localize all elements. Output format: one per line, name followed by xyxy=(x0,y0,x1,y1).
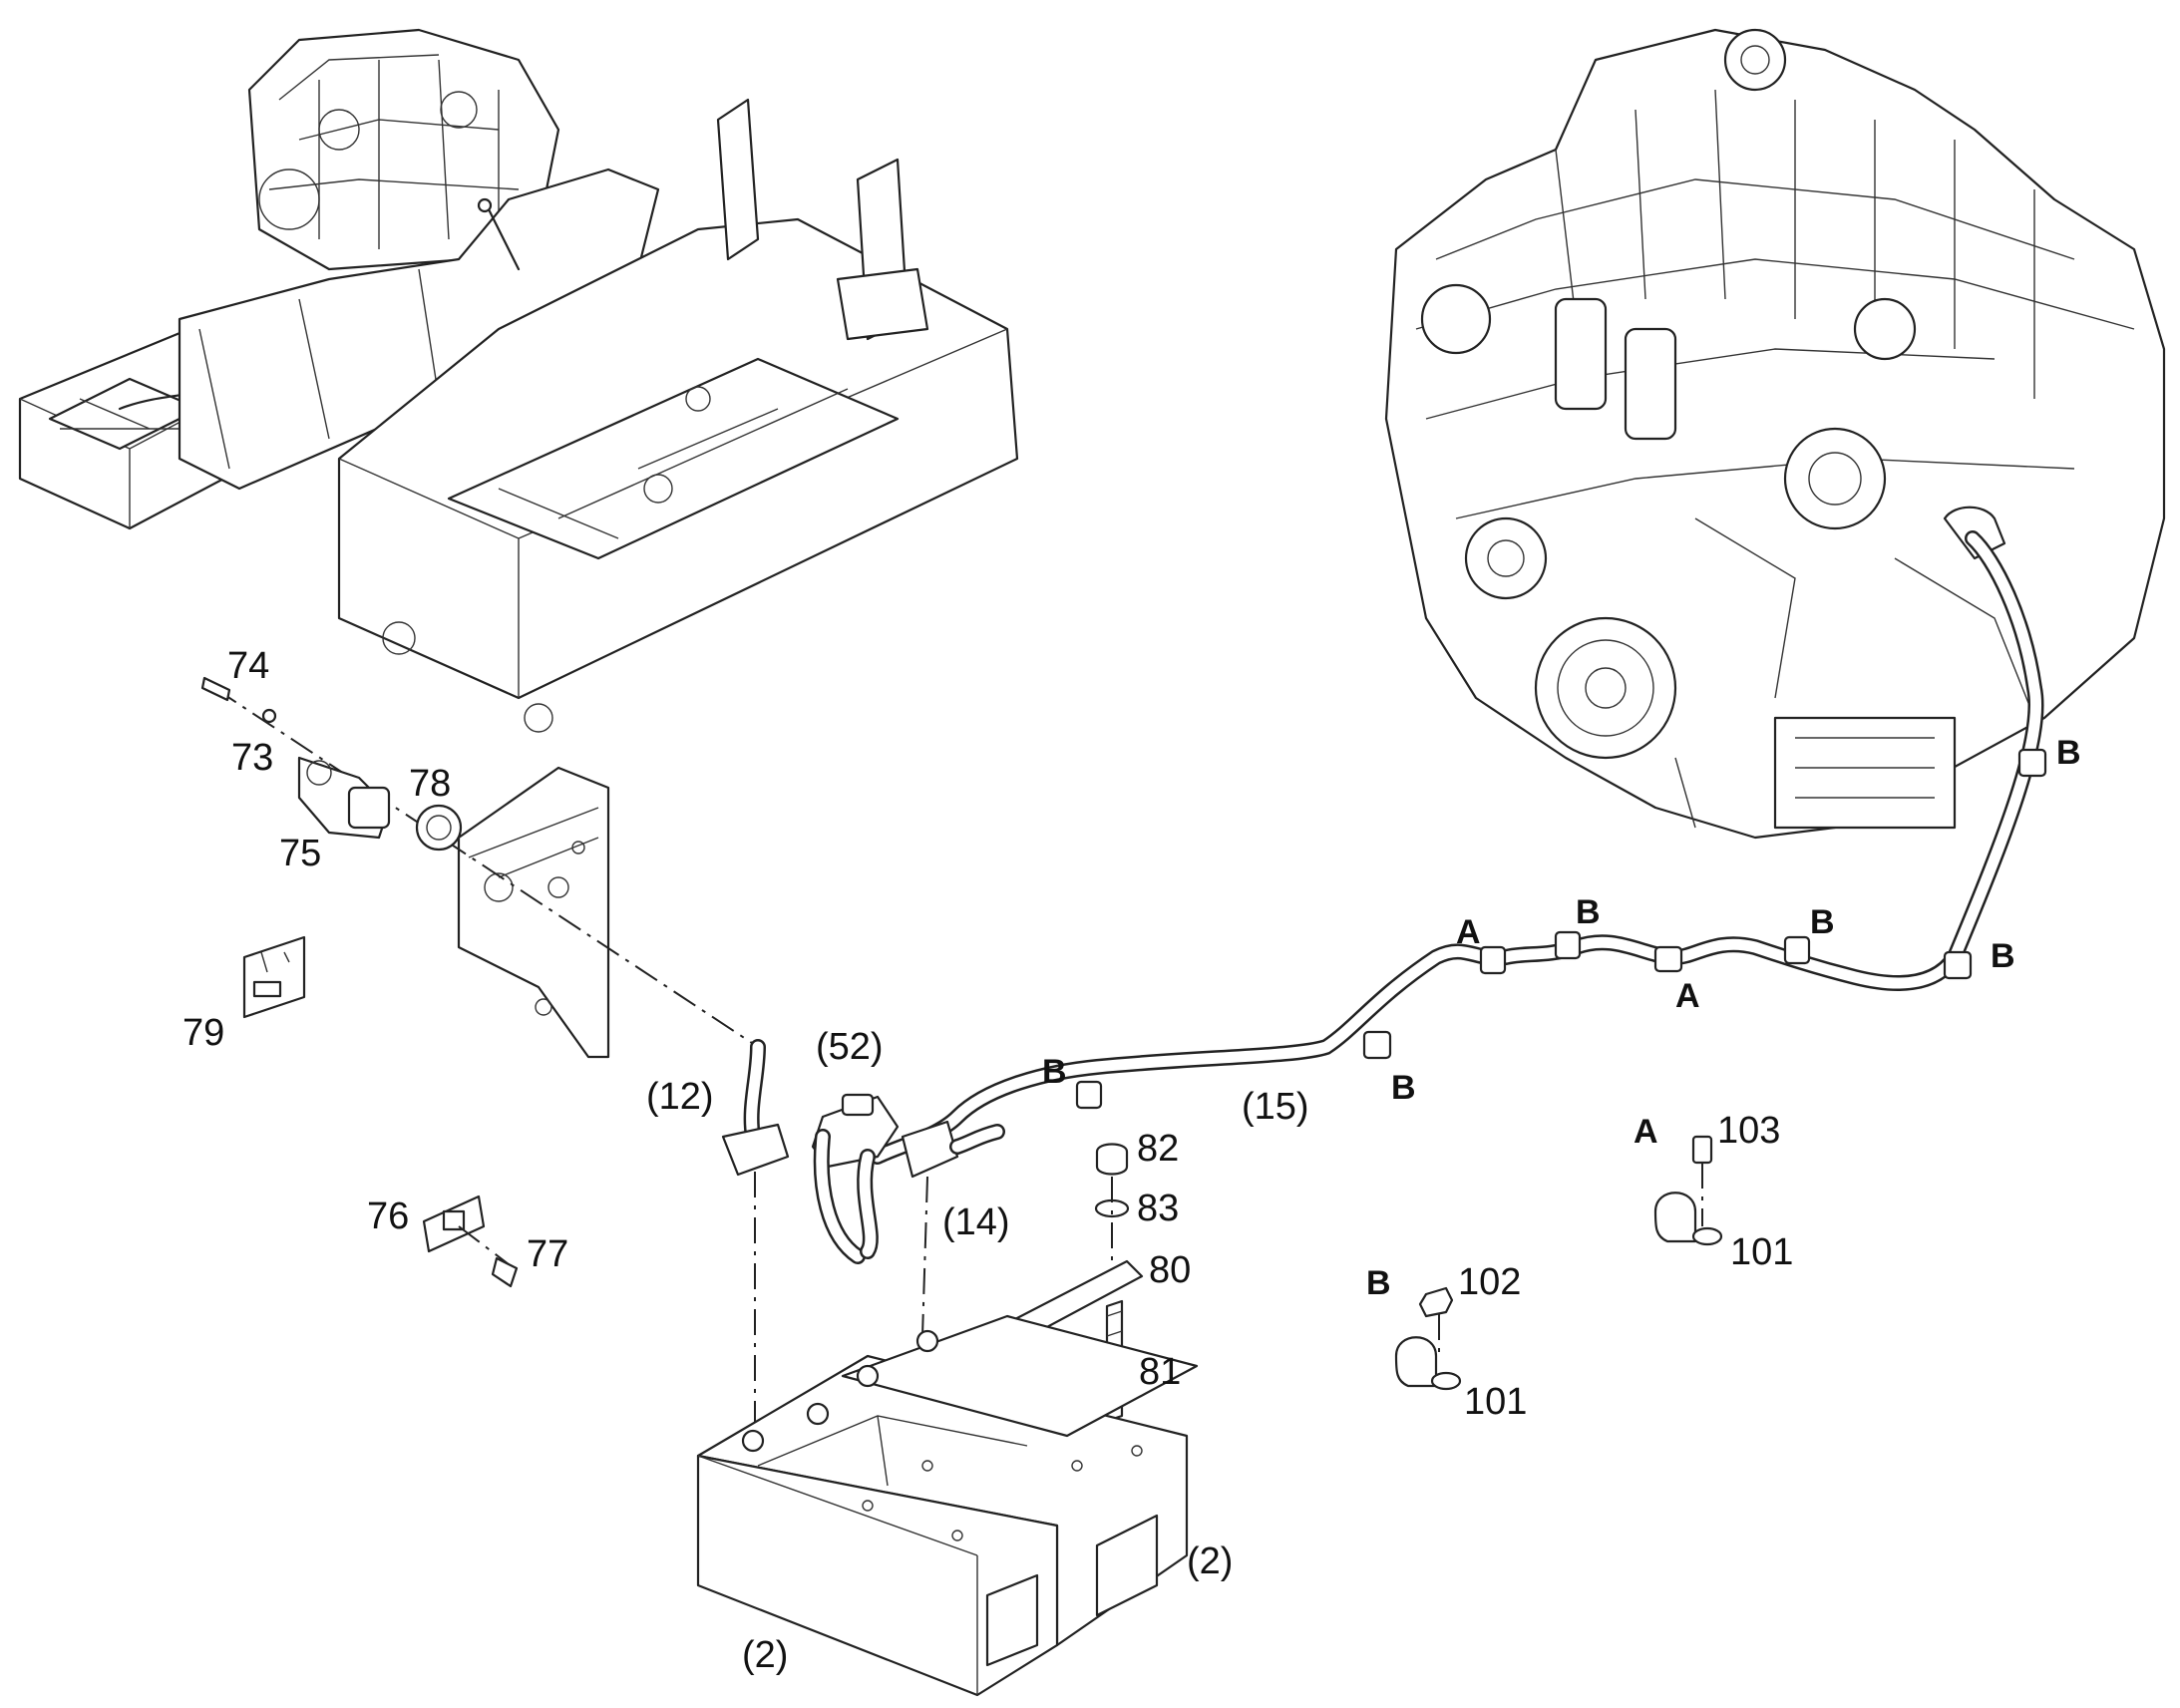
engine-drawing xyxy=(1384,28,2166,840)
part-number-labels: 74 73 75 78 79 (12) (52) (14) (15) 76 77… xyxy=(182,645,1793,1676)
label-82: 82 xyxy=(1137,1128,1179,1170)
label-103: 103 xyxy=(1717,1110,1780,1152)
label-83: 83 xyxy=(1137,1188,1179,1229)
cover-76 xyxy=(422,1195,519,1288)
disconnect-switch-assembly xyxy=(200,676,759,1048)
clamp-detail-a xyxy=(1653,1135,1723,1246)
clamp-label-b4: B xyxy=(1576,893,1601,931)
clamp-label-a1: A xyxy=(1456,913,1481,951)
label-102: 102 xyxy=(1458,1261,1521,1303)
label-2-right: (2) xyxy=(1187,1540,1233,1582)
label-15: (15) xyxy=(1242,1086,1309,1128)
machine-frame-drawing xyxy=(18,28,1019,1059)
label-79: 79 xyxy=(182,1012,224,1054)
clamp-detail-b xyxy=(1394,1286,1462,1391)
label-80: 80 xyxy=(1149,1249,1191,1291)
decal-79 xyxy=(242,935,306,1019)
main-switch-52 xyxy=(811,1093,1005,1337)
clamp-label-b6: B xyxy=(1042,1053,1067,1091)
cable-12 xyxy=(721,1039,790,1436)
label-101-a: 101 xyxy=(1730,1231,1793,1273)
label-73: 73 xyxy=(231,737,273,779)
label-75: 75 xyxy=(279,833,321,874)
label-101-b: 101 xyxy=(1464,1381,1527,1423)
clamp-label-a2: A xyxy=(1675,977,1700,1015)
clamp-label-b5: B xyxy=(1391,1069,1416,1107)
label-74: 74 xyxy=(227,645,269,687)
label-2-left: (2) xyxy=(742,1634,788,1676)
label-81: 81 xyxy=(1139,1351,1181,1393)
label-76: 76 xyxy=(367,1196,409,1237)
batteries xyxy=(696,1314,1199,1697)
clamp-label-b1: B xyxy=(2056,734,2081,772)
detail-label-a: A xyxy=(1634,1113,1658,1151)
clamp-letter-labels: B B B B A A B B A B xyxy=(1042,734,2081,1302)
detail-label-b: B xyxy=(1366,1264,1391,1302)
label-77: 77 xyxy=(527,1233,568,1275)
label-78: 78 xyxy=(409,763,451,805)
clamp-label-b2: B xyxy=(1991,937,2015,975)
clamp-label-b3: B xyxy=(1810,903,1835,941)
label-14: (14) xyxy=(942,1201,1010,1243)
ground-cable-15 xyxy=(870,530,2047,1165)
label-52: (52) xyxy=(816,1026,884,1068)
label-12: (12) xyxy=(646,1076,714,1118)
